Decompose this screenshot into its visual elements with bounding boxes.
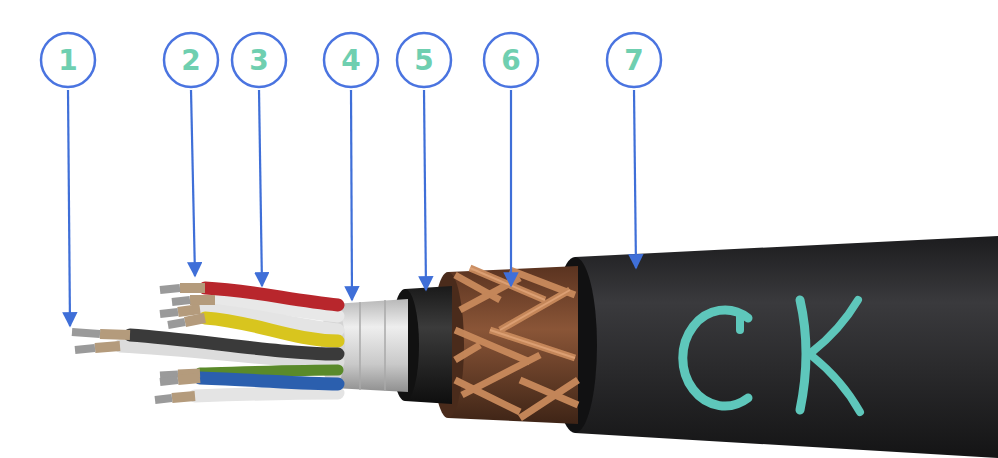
callout-circle: 5 (395, 31, 453, 89)
callout-number: 1 (58, 44, 77, 77)
callout-number: 3 (249, 44, 268, 77)
callout-circle: 4 (322, 31, 380, 89)
callout-circle: 2 (162, 31, 220, 89)
callout-circle: 1 (39, 31, 97, 89)
callout-number: 5 (414, 44, 433, 77)
braided-shield (432, 266, 578, 424)
callout-circle: 6 (482, 31, 540, 89)
callout-number: 6 (501, 44, 520, 77)
callout-circle: 3 (230, 31, 288, 89)
callout-circle: 7 (605, 31, 663, 89)
conductor-tips (72, 288, 215, 400)
callout-number: 2 (181, 44, 200, 77)
callout-number: 7 (624, 44, 643, 77)
wire-pairs (120, 288, 338, 396)
outer-jacket (553, 236, 998, 458)
leader-arrows (68, 90, 636, 326)
callout-number: 4 (341, 44, 360, 77)
